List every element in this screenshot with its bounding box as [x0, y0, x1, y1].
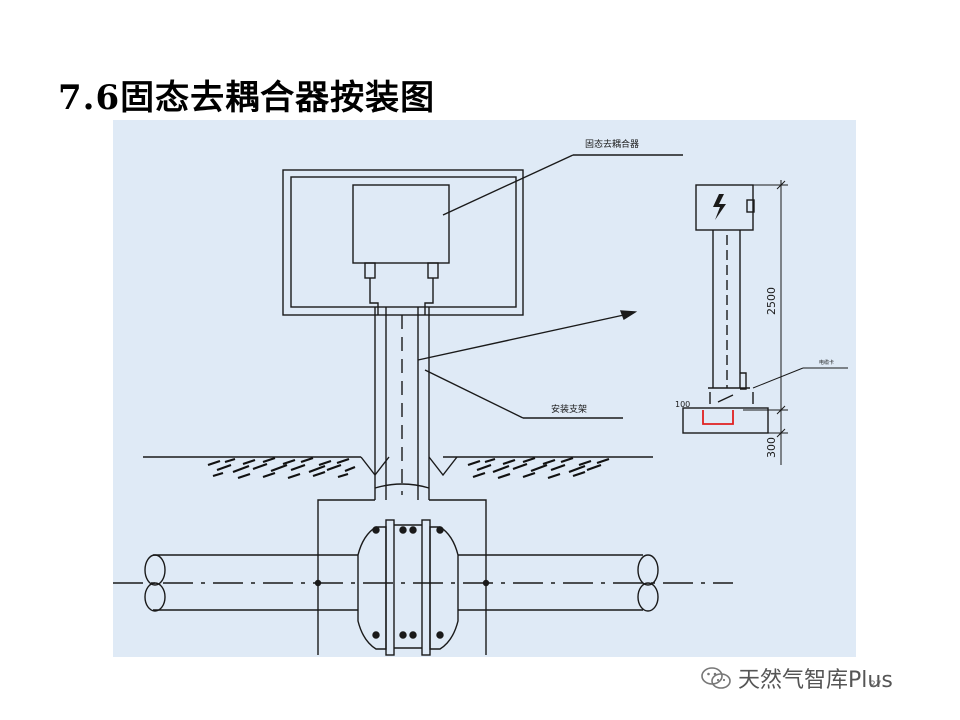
side-callout-label: 电缆卡	[819, 359, 834, 366]
watermark: 天然气智库Plus	[700, 662, 893, 694]
pipeline	[113, 554, 733, 612]
enclosure-box	[282, 169, 524, 316]
side-callout: 电缆卡	[752, 359, 848, 389]
decoupler-callout: 固态去耦合器	[442, 138, 683, 216]
ground-surface	[143, 456, 653, 477]
dim-foundation-label: 300	[765, 437, 778, 458]
bracket-label: 安装支架	[551, 403, 587, 415]
mounting-bracket	[317, 307, 487, 655]
page-number: 27	[870, 680, 882, 690]
flange-assembly	[314, 519, 490, 656]
lightning-icon	[713, 194, 726, 220]
decoupler-device	[352, 184, 450, 315]
wechat-icon	[701, 667, 731, 689]
installation-diagram-svg: 固态去耦合器 安装支架	[113, 138, 848, 656]
installation-drawing: 固态去耦合器 安装支架	[113, 120, 856, 657]
dimensions: 2500 300 100	[675, 180, 788, 465]
soil-hatching	[207, 456, 610, 480]
bracket-callout: 安装支架	[424, 369, 623, 419]
page-title: 7.6固态去耦合器按装图	[58, 78, 436, 118]
watermark-text: 天然气智库Plus	[738, 668, 893, 693]
arrow-callout	[417, 310, 638, 361]
side-elevation	[682, 184, 769, 434]
decoupler-label: 固态去耦合器	[585, 138, 639, 150]
dim-offset-label: 100	[675, 400, 690, 409]
dim-height-label: 2500	[765, 287, 778, 315]
